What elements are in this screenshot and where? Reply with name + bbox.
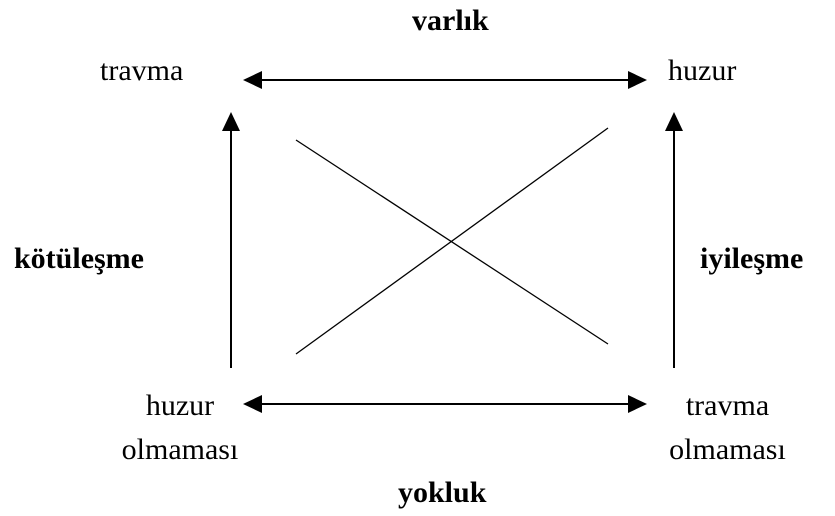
left-relation-label: kötüleşme [14,242,144,275]
corner-top-right-label: huzur [668,54,737,87]
diagonal-line-up [295,127,609,355]
corner-top-left-label: travma [100,54,184,87]
top-double-arrow [243,71,647,89]
corner-bottom-left-line2: olmaması [121,432,239,466]
right-up-arrow [665,112,683,368]
corner-bottom-left-line1: huzur [145,389,215,422]
corner-bottom-right-line1: travma [685,389,770,422]
corner-bottom-left-label: huzur olmaması [100,384,260,471]
right-relation-label: iyileşme [700,242,804,275]
bottom-double-arrow [243,395,647,413]
corner-bottom-right-label: travma olmaması [640,384,815,471]
diagonal-line-down [295,139,609,345]
corner-bottom-right-line2: olmaması [669,432,786,466]
top-relation-label: varlık [412,4,489,37]
bottom-relation-label: yokluk [398,476,487,509]
left-up-arrow [222,112,240,368]
